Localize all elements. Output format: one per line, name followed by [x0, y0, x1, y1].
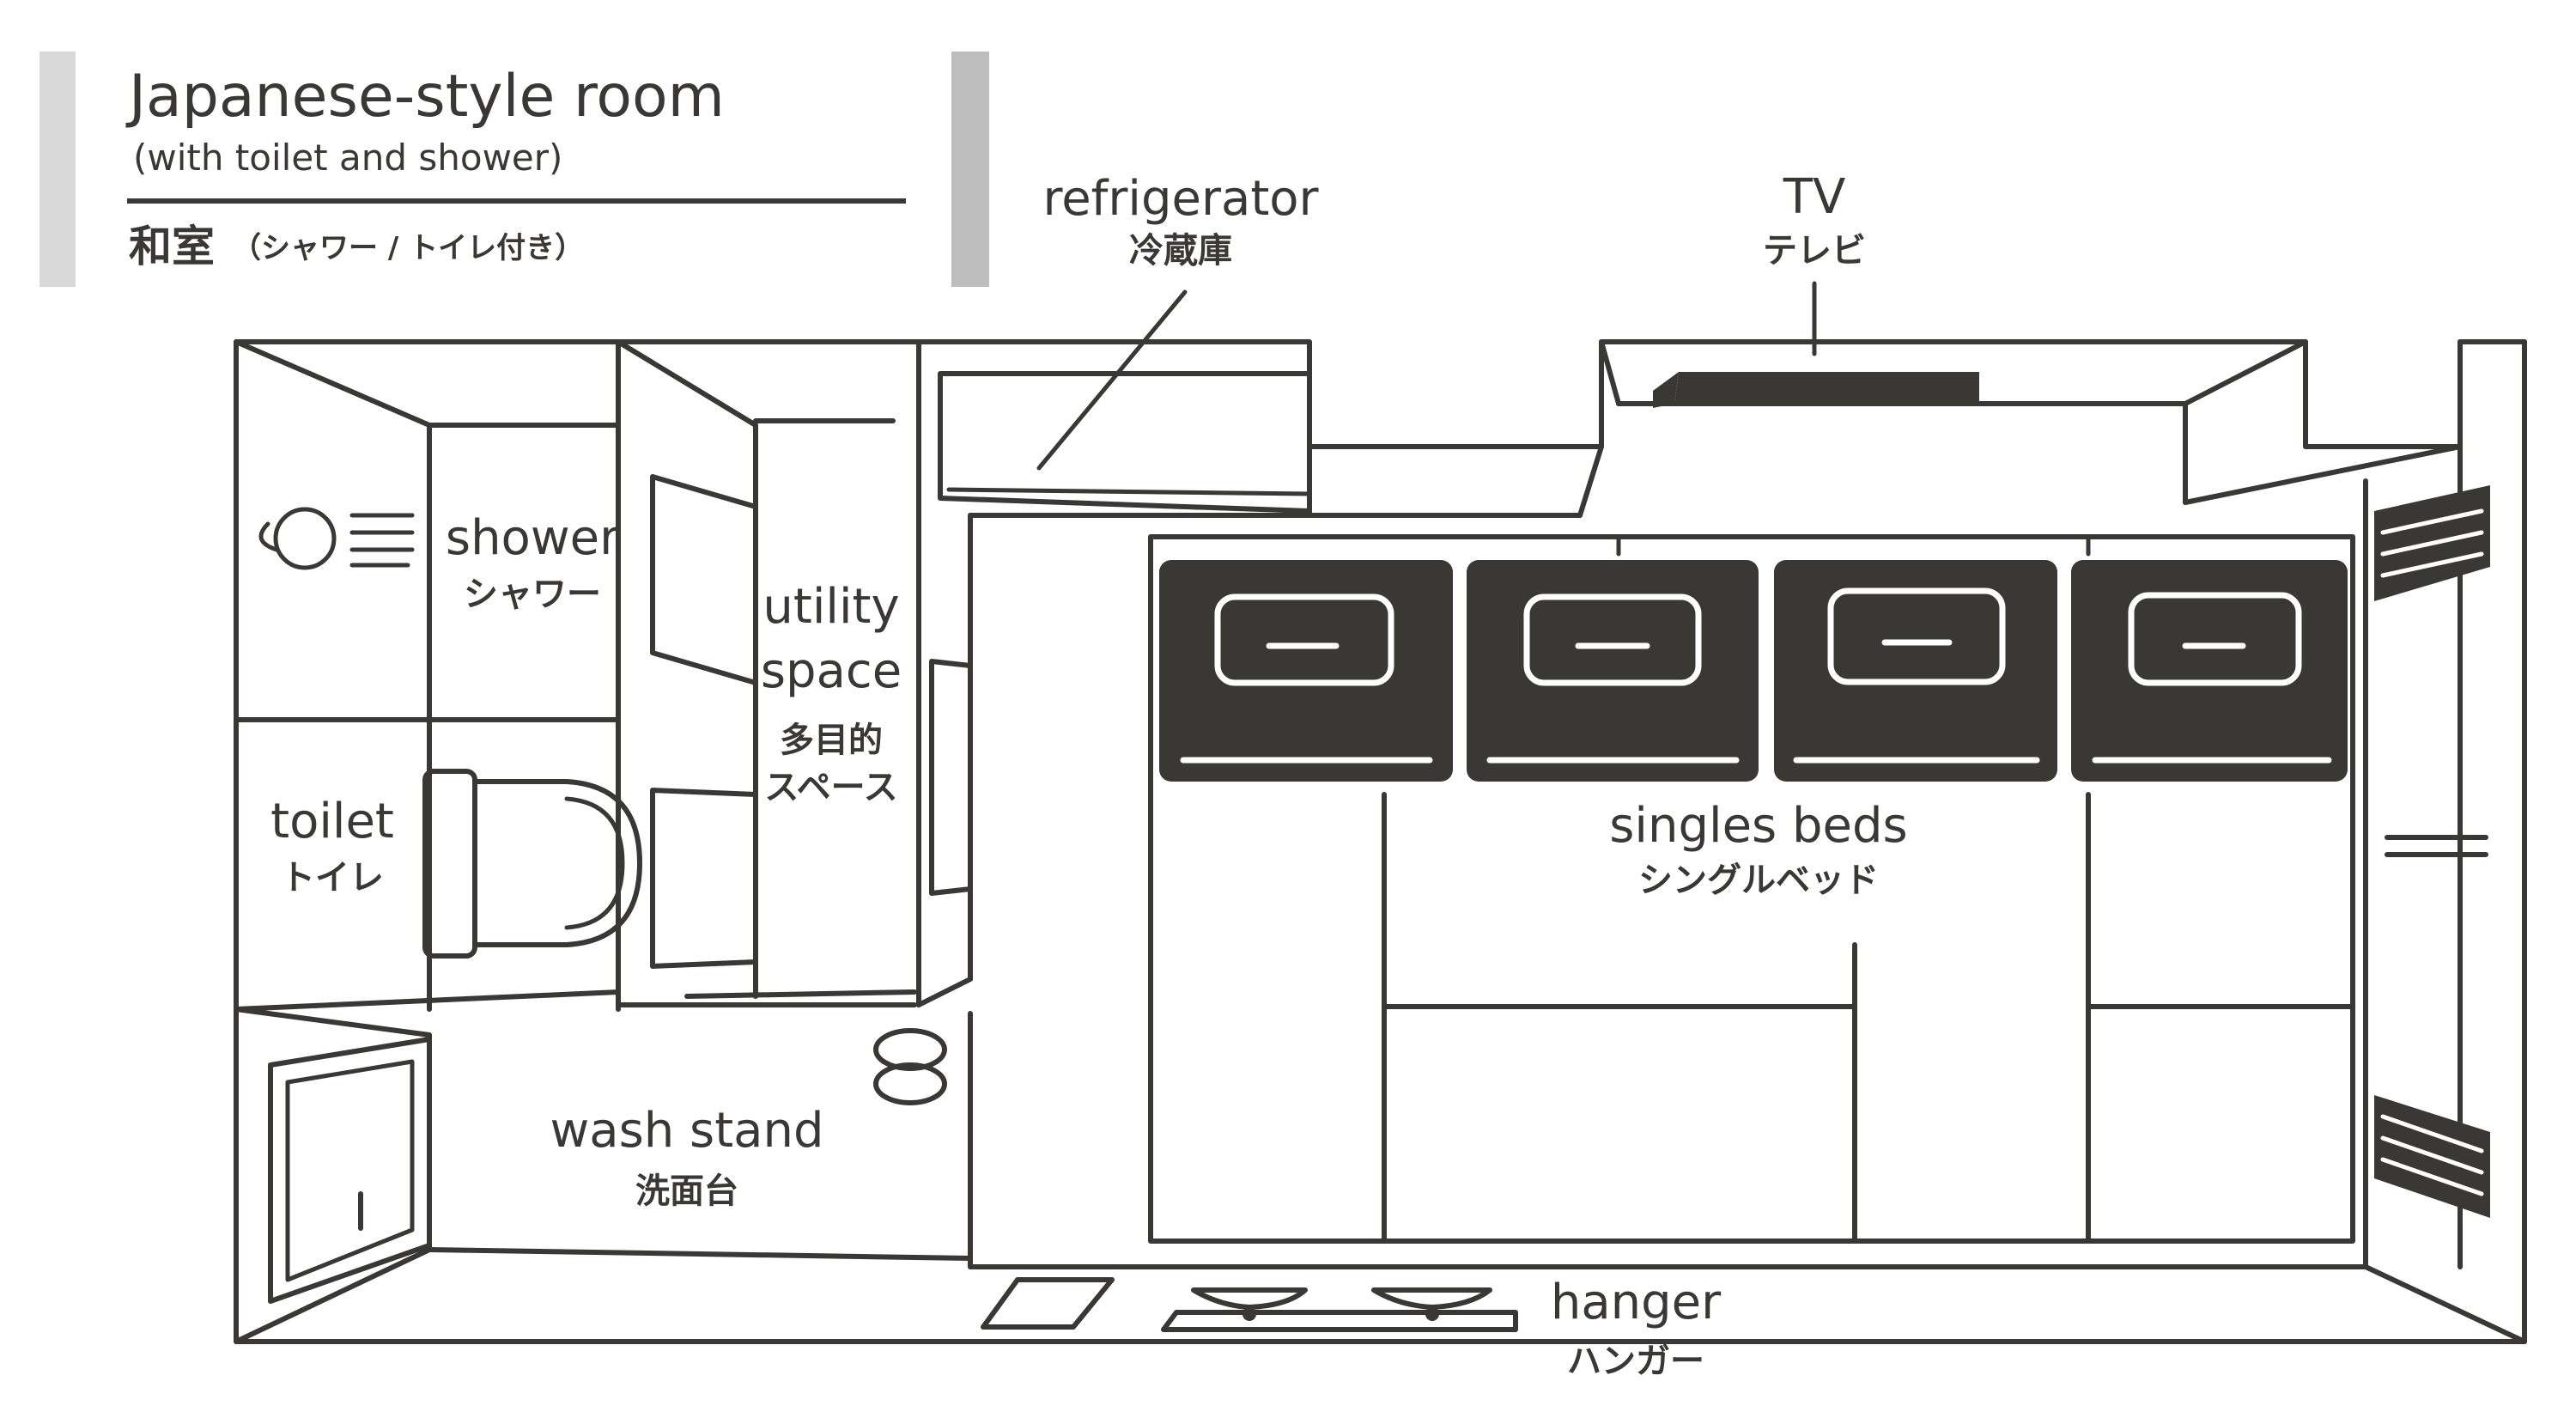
shower-room: [258, 474, 973, 969]
tv-label-jp: テレビ: [1763, 231, 1866, 271]
wash-stand-label-jp: 洗面台: [635, 1172, 738, 1211]
shower-label-jp: シャワー: [464, 575, 601, 614]
tatami-area: [1148, 534, 2355, 1244]
refrigerator-label-en: refrigerator: [1042, 171, 1319, 227]
title-en: Japanese-style room: [125, 63, 725, 131]
tv-unit: [1653, 281, 1979, 408]
singles-beds-label-en: singles beds: [1609, 798, 1907, 854]
bed-3: [1774, 560, 2057, 782]
refrigerator-label-jp: 冷蔵庫: [1129, 231, 1232, 271]
toilet-label-en: toilet: [270, 794, 394, 849]
title-bar-right: [951, 52, 989, 287]
utility-space-label-jp-1: 多目的: [780, 721, 883, 760]
tv-label-en: TV: [1783, 169, 1846, 225]
toilet-label-jp: トイレ: [281, 858, 384, 898]
refrigerator-leader-line: [1036, 289, 1188, 471]
bed-2: [1467, 560, 1759, 782]
singles-beds-label-jp: シングルベッド: [1638, 861, 1879, 900]
title-bar-left: [39, 52, 76, 287]
bed-1: [1159, 560, 1453, 782]
wash-stand: [268, 1028, 947, 1304]
title-jp: 和室: [129, 222, 215, 271]
shower-label-en: shower: [446, 510, 620, 566]
title-block: Japanese-style room (with toilet and sho…: [39, 52, 989, 287]
singles-beds: [1159, 560, 2348, 782]
title-jp-sub: （シャワー / トイレ付き）: [232, 231, 584, 265]
utility-space-label-jp-2: スペース: [764, 768, 897, 807]
window-curtains: [2374, 485, 2490, 1218]
wash-stand-label-en: wash stand: [550, 1103, 823, 1159]
utility-space-label-en-2: space: [761, 643, 902, 699]
room-walls: [234, 339, 2527, 1344]
utility-space-label-en-1: utility: [762, 579, 899, 635]
bed-4: [2071, 560, 2348, 782]
hanger-area: [981, 1277, 2527, 1344]
hanger-label-en: hanger: [1551, 1275, 1722, 1330]
hanger-label-jp: ハンガー: [1567, 1342, 1704, 1381]
toilet: [422, 769, 642, 959]
refrigerator-unit: [938, 289, 1312, 514]
title-en-sub: (with toilet and shower): [133, 137, 562, 179]
labels: refrigerator 冷蔵庫 TV テレビ shower シャワー util…: [270, 169, 1908, 1381]
